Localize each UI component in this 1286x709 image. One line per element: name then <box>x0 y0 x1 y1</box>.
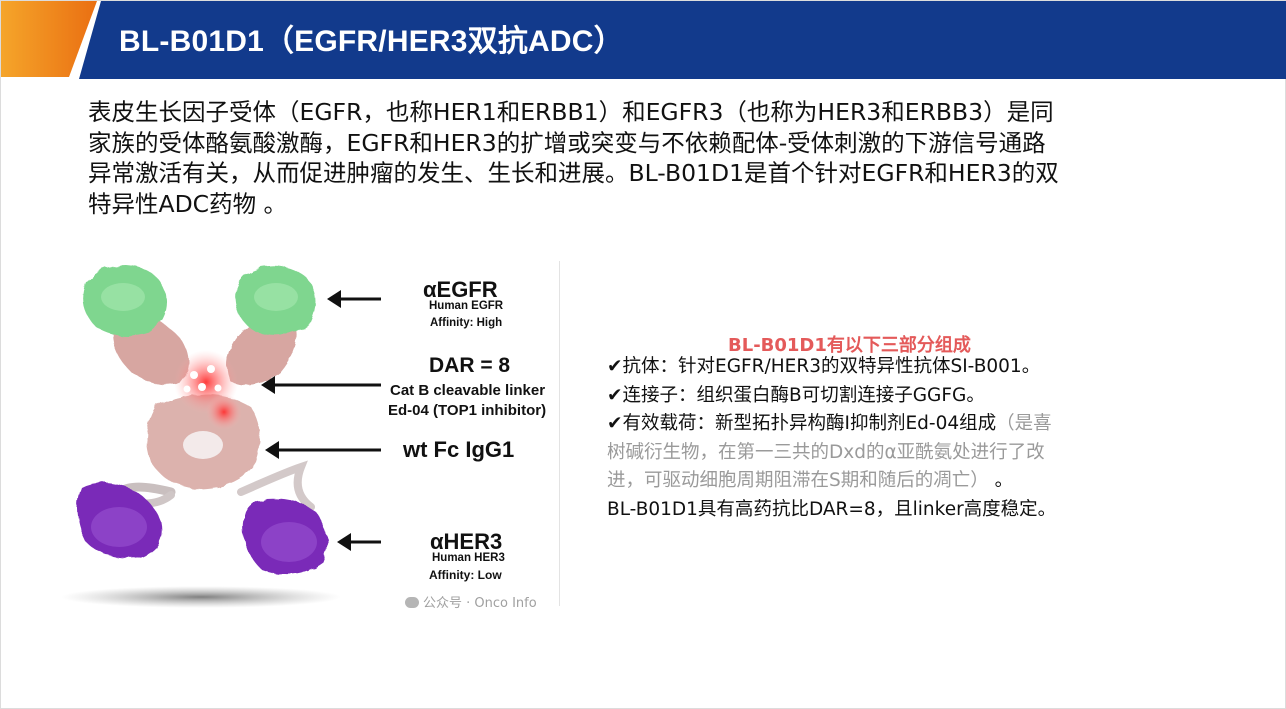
fc-label: wt Fc IgG1 <box>403 437 515 462</box>
linker-label: Cat B cleavable linker <box>390 382 546 399</box>
wechat-icon <box>405 597 419 608</box>
intro-line: 异常激活有关，从而促进肿瘤的发生、生长和进展。BL-B01D1是首个针对EGFR… <box>88 159 1059 187</box>
adc-molecule-illustration <box>61 265 381 608</box>
egfr-sub-label: Human EGFR <box>429 300 504 312</box>
composition-description: ✔抗体：针对EGFR/HER3的双特异性抗体SI-B001。 ✔连接子：组织蛋白… <box>607 353 1147 524</box>
watermark-text: 公众号 · Onco Info <box>423 596 537 611</box>
intro-paragraph: 表皮生长因子受体（EGFR，也称HER1和ERBB1）和EGFR3（也称为HER… <box>88 97 1198 219</box>
payload-note-end: 进，可驱动细胞周期阻滞在S期和随后的凋亡） <box>607 470 989 491</box>
intro-line: 家族的受体酪氨酸激酶，EGFR和HER3的扩增或突变与不依赖配体-受体刺激的下游… <box>88 128 1046 157</box>
payload-glow-lower <box>206 394 242 430</box>
adc-structure-figure: αEGFR Human EGFR Affinity: High DAR = 8 … <box>61 257 566 617</box>
payload-period: 。 <box>988 470 1014 491</box>
payload-note-line-end: 进，可驱动细胞周期阻滞在S期和随后的凋亡） 。 <box>607 467 1147 496</box>
linker-line: ✔连接子：组织蛋白酶B可切割连接子GGFG。 <box>607 384 985 406</box>
payload-line: ✔有效载荷：新型拓扑异构酶I抑制剂Ed-04组成（是喜 <box>607 410 1147 439</box>
floor-shadow <box>61 586 341 608</box>
dar-label: DAR = 8 <box>429 354 511 377</box>
payload-label: Ed-04 (TOP1 inhibitor) <box>388 402 547 419</box>
composition-title: BL-B01D1有以下三部分组成 <box>728 335 971 356</box>
watermark: 公众号 · Onco Info <box>405 592 537 611</box>
header-title-band <box>79 1 1286 79</box>
payload-main: ✔有效载荷：新型拓扑异构酶I抑制剂Ed-04组成 <box>607 413 997 434</box>
intro-line: 表皮生长因子受体（EGFR，也称HER1和ERBB1）和EGFR3（也称为HER… <box>88 98 1054 126</box>
figure-divider <box>559 261 560 606</box>
payload-note-start: （是喜 <box>996 413 1052 434</box>
header-accent-shape <box>1 1 97 77</box>
her3-affinity-label: Affinity: Low <box>429 568 502 582</box>
summary-line: BL-B01D1具有高药抗比DAR=8，且linker高度稳定。 <box>607 498 1057 520</box>
her3-label: αHER3 <box>430 529 503 554</box>
intro-line: 特异性ADC药物 。 <box>88 189 288 218</box>
her3-sub-label: Human HER3 <box>432 552 505 564</box>
payload-note-line: 树碱衍生物，在第一三共的Dxd的α亚酰氨处进行了改 <box>607 441 1045 463</box>
egfr-affinity-label: Affinity: High <box>430 317 503 329</box>
antibody-line: ✔抗体：针对EGFR/HER3的双特异性抗体SI-B001。 <box>607 356 1041 377</box>
linker-tube-right <box>237 460 315 511</box>
egfr-label: αEGFR <box>423 277 498 302</box>
slide-title: BL-B01D1（EGFR/HER3双抗ADC） <box>119 25 624 58</box>
